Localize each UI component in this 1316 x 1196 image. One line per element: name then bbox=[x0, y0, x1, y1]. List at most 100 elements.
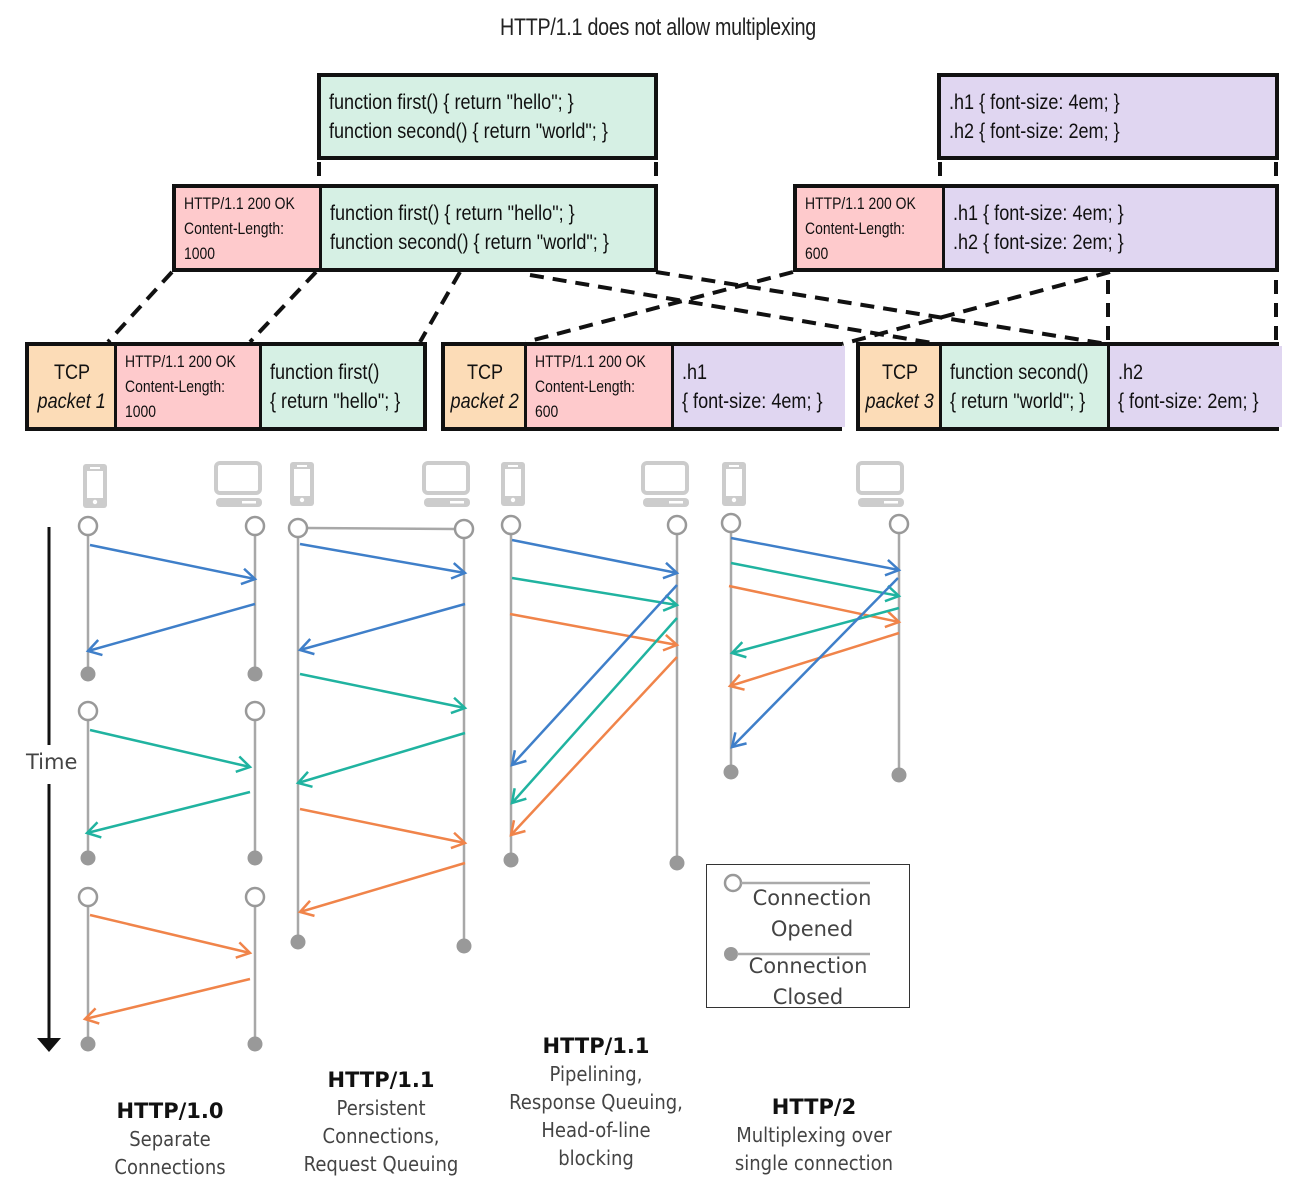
response-arrow bbox=[510, 584, 678, 767]
dash-r2-p2-a bbox=[525, 270, 794, 344]
body-line-1: function first() { return "hello"; } bbox=[330, 202, 575, 225]
content-length-value: 1000 bbox=[184, 243, 216, 263]
body-line-2: { return "world"; } bbox=[950, 389, 1086, 413]
arrowhead-icon bbox=[730, 732, 747, 749]
diagram-label-http10: HTTP/1.0 Separate Connections bbox=[90, 1097, 250, 1181]
connection-closed-icon bbox=[80, 1036, 96, 1052]
js-line-2: function second() { return "world"; } bbox=[329, 119, 608, 143]
response-arrow bbox=[510, 617, 678, 805]
js-response-box: HTTP/1.1 200 OK Content-Length: 1000 fun… bbox=[172, 184, 658, 272]
diagram-desc-3: Head-of-line bbox=[541, 1118, 651, 1142]
legend: Connection Opened Connection Closed bbox=[706, 864, 910, 1009]
diagram-desc-1: Pipelining, bbox=[549, 1062, 643, 1086]
tcp-packet-2: TCP packet 2 HTTP/1.1 200 OK Content-Len… bbox=[441, 342, 845, 431]
status-line: HTTP/1.1 200 OK bbox=[184, 193, 295, 213]
connection-open-icon bbox=[888, 513, 910, 535]
legend-opened-line-1: Connection bbox=[752, 886, 872, 910]
js-response-body: function first() { return "hello"; } fun… bbox=[319, 188, 655, 268]
response-arrow bbox=[295, 731, 466, 789]
connection-open-icon bbox=[244, 700, 266, 722]
packet-body: .h1 { font-size: 4em; } bbox=[670, 346, 845, 427]
arrowhead-icon bbox=[729, 641, 747, 659]
arrowhead-icon bbox=[662, 634, 680, 652]
diagram-label-http2: HTTP/2 Multiplexing over single connecti… bbox=[712, 1093, 916, 1177]
smartphone-icon bbox=[722, 462, 746, 506]
connection-closed-icon bbox=[891, 767, 907, 783]
connection-closed-icon bbox=[247, 1036, 263, 1052]
connection-open-icon bbox=[77, 886, 99, 908]
request-arrow bbox=[511, 538, 680, 580]
arrowhead-icon bbox=[509, 820, 526, 837]
js-file-content: function first() { return "hello"; } fun… bbox=[321, 77, 654, 156]
response-arrow bbox=[297, 861, 466, 918]
connection-closed-icon bbox=[80, 666, 96, 682]
connection-closed-icon bbox=[456, 938, 472, 954]
tcp-label: TCP packet 1 bbox=[29, 346, 114, 427]
response-arrow bbox=[509, 656, 678, 837]
arrowhead-icon bbox=[235, 941, 253, 959]
connection-closed-icon bbox=[723, 764, 739, 780]
arrowhead-icon bbox=[450, 562, 468, 580]
body-line-1: .h1 { font-size: 4em; } bbox=[953, 202, 1124, 225]
response-arrow bbox=[85, 602, 256, 657]
legend-closed-line-2: Closed bbox=[772, 985, 844, 1009]
content-length-value: 600 bbox=[535, 402, 559, 421]
tcp-label: TCP packet 3 bbox=[860, 346, 940, 427]
arrowhead-icon bbox=[662, 594, 680, 612]
content-length-label: Content-Length: bbox=[125, 377, 225, 396]
time-axis-arrowhead bbox=[37, 1038, 61, 1052]
time-axis-label: Time bbox=[26, 750, 78, 774]
request-arrow bbox=[89, 728, 253, 773]
diagram-label-http11-persistent: HTTP/1.1 Persistent Connections, Request… bbox=[286, 1066, 476, 1178]
dash-r1-p1-a bbox=[106, 270, 174, 344]
connection-closed-icon bbox=[80, 850, 96, 866]
request-arrow bbox=[89, 543, 258, 586]
connection-open-icon bbox=[287, 517, 309, 539]
arrowhead-icon bbox=[297, 638, 315, 656]
body-line-2: .h2 { font-size: 2em; } bbox=[953, 231, 1124, 254]
packet-header: HTTP/1.1 200 OK Content-Length: 1000 bbox=[114, 346, 259, 427]
body-line-1: function second() bbox=[950, 360, 1089, 384]
body-line-1: .h2 bbox=[1118, 360, 1144, 384]
js-line-1: function first() { return "hello"; } bbox=[329, 90, 574, 114]
connection-open-icon bbox=[720, 512, 742, 534]
status-line: HTTP/1.1 200 OK bbox=[535, 352, 647, 371]
arrowhead-icon bbox=[727, 673, 745, 691]
tcp-label: TCP packet 2 bbox=[445, 346, 525, 427]
arrowhead-icon bbox=[510, 750, 527, 767]
body-line-2: function second() { return "world"; } bbox=[330, 231, 609, 254]
connection-open-icon bbox=[77, 700, 99, 722]
diagram-heading: HTTP/1.1 bbox=[542, 1034, 650, 1058]
diagram-title: HTTP/1.1 does not allow multiplexing bbox=[499, 14, 817, 41]
arrowhead-icon bbox=[235, 755, 253, 773]
tcp-label-line-1: TCP bbox=[53, 360, 90, 384]
diagram-desc-4: blocking bbox=[558, 1146, 634, 1170]
arrowhead-icon bbox=[884, 584, 902, 603]
arrowhead-icon bbox=[297, 900, 315, 918]
js-response-header: HTTP/1.1 200 OK Content-Length: 1000 bbox=[176, 188, 320, 268]
css-response-box: HTTP/1.1 200 OK Content-Length: 600 .h1 … bbox=[793, 184, 1279, 272]
packet-header: HTTP/1.1 200 OK Content-Length: 600 bbox=[524, 346, 671, 427]
tcp-packet-3: TCP packet 3 function second() { return … bbox=[856, 342, 1282, 431]
body-line-2: { font-size: 4em; } bbox=[681, 389, 823, 413]
legend-symbols bbox=[723, 873, 870, 961]
response-arrow bbox=[730, 577, 899, 749]
body-line-1: .h1 bbox=[681, 360, 707, 384]
arrowhead-icon bbox=[662, 561, 680, 580]
request-arrow bbox=[730, 536, 902, 577]
status-line: HTTP/1.1 200 OK bbox=[805, 193, 916, 213]
smartphone-icon bbox=[501, 462, 525, 506]
css-file-box: .h1 { font-size: 4em; } .h2 { font-size:… bbox=[937, 73, 1279, 160]
css-file-content: .h1 { font-size: 4em; } .h2 { font-size:… bbox=[941, 77, 1275, 156]
response-arrow bbox=[297, 602, 466, 656]
packet-body-js: function second() { return "world"; } bbox=[939, 346, 1108, 427]
tcp-label-line-2: packet 3 bbox=[865, 389, 934, 413]
smartphone-icon bbox=[290, 462, 314, 506]
status-line: HTTP/1.1 200 OK bbox=[125, 352, 236, 371]
connection-open-icon bbox=[77, 515, 99, 537]
content-length-value: 600 bbox=[805, 243, 829, 263]
desktop-computer-icon bbox=[214, 461, 262, 507]
arrowhead-icon bbox=[884, 610, 902, 629]
legend-opened-line-2: Opened bbox=[770, 917, 854, 941]
